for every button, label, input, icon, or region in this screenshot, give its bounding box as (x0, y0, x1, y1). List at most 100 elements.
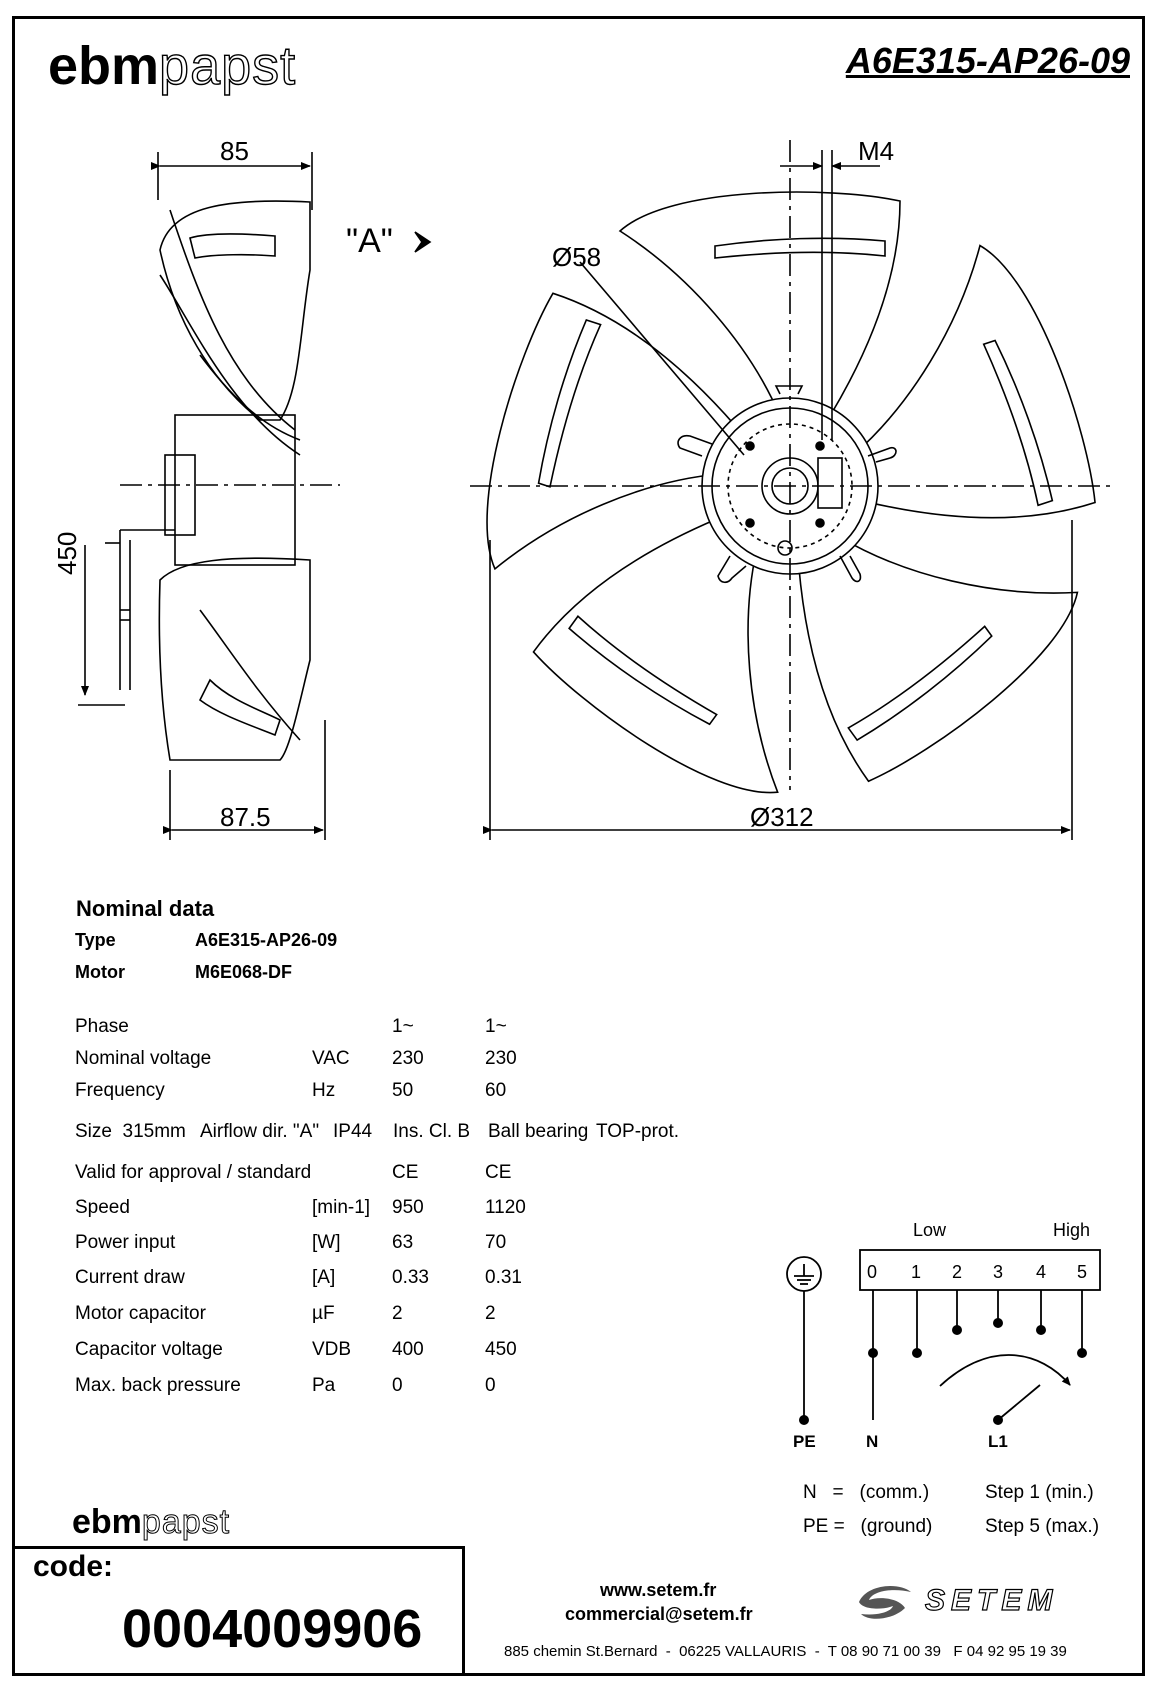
row-unit: Hz (312, 1080, 336, 1101)
setem-email[interactable]: commercial@setem.fr (565, 1604, 753, 1624)
brand-ebm: ebm (48, 36, 160, 96)
wiring-diagram (786, 1249, 1101, 1425)
row-unit: [A] (312, 1267, 336, 1288)
row-nominal-voltage: Nominal voltage VAC 230 230 (75, 1048, 635, 1072)
row-v50: 400 (392, 1339, 424, 1360)
protection-value: TOP-prot. (596, 1121, 680, 1142)
terminal-0: 0 (867, 1262, 878, 1282)
row-v60: 230 (485, 1048, 517, 1069)
row-motor-capacitor: Motor capacitor µF 2 2 (75, 1303, 635, 1327)
row-frequency: Frequency Hz 50 60 (75, 1080, 635, 1104)
row-unit: µF (312, 1303, 335, 1324)
size-value: Size 315mm (75, 1121, 186, 1142)
step-min: Step 1 (min.) (985, 1482, 1094, 1503)
insulation-value: Ins. Cl. B (393, 1121, 471, 1142)
terminal-3: 3 (993, 1262, 1004, 1282)
row-name: Speed (75, 1197, 130, 1218)
row-v50: 0 (392, 1375, 403, 1396)
ip-value: IP44 (333, 1121, 373, 1142)
low-label: Low (913, 1220, 947, 1240)
row-unit: Pa (312, 1375, 336, 1396)
terminal-block (859, 1249, 1101, 1291)
row-capacitor-voltage: Capacitor voltage VDB 400 450 (75, 1339, 635, 1363)
row-name: Frequency (75, 1080, 165, 1101)
row-v60: 2 (485, 1303, 496, 1324)
row-v60: 0.31 (485, 1267, 522, 1288)
row-v60: 1120 (485, 1197, 526, 1218)
row-name: Valid for approval / standard (75, 1162, 312, 1183)
brand-papst: papst (158, 35, 297, 96)
motor-value: M6E068-DF (195, 962, 293, 982)
row-v60: CE (485, 1162, 512, 1183)
type-value: A6E315-AP26-09 (195, 930, 338, 950)
terminal-5: 5 (1077, 1262, 1088, 1282)
row-name: Current draw (75, 1267, 185, 1288)
row-approval: Valid for approval / standard CE CE (75, 1162, 635, 1186)
footer-brand-papst: papst (141, 1503, 231, 1542)
pe-label: PE (793, 1432, 816, 1451)
row-v50: CE (392, 1162, 419, 1183)
row-v60: 70 (485, 1232, 507, 1253)
row-v50: 230 (392, 1048, 424, 1069)
row-speed: Speed [min-1] 950 1120 (75, 1197, 635, 1221)
l1-label: L1 (988, 1432, 1008, 1451)
dim-87-5: 87.5 (220, 802, 271, 832)
row-v50: 63 (392, 1232, 414, 1253)
row-v60: 60 (485, 1080, 507, 1101)
size-line: Size 315mm Airflow dir. "A" IP44 Ins. Cl… (75, 1121, 715, 1145)
row-current-draw: Current draw [A] 0.33 0.31 (75, 1267, 635, 1291)
step-max: Step 5 (max.) (985, 1516, 1100, 1537)
dim-m4: M4 (858, 136, 895, 166)
setem-logo: SETEM (855, 1580, 1115, 1624)
code-box (12, 1546, 465, 1676)
row-name: Max. back pressure (75, 1375, 241, 1396)
brand-logo: ebmpapst (48, 35, 297, 96)
setem-swirl-icon (859, 1586, 911, 1619)
dim-85: 85 (220, 136, 249, 166)
page-frame (12, 16, 1145, 1676)
row-name: Nominal voltage (75, 1048, 212, 1069)
setem-address: 885 chemin St.Bernard - 06225 VALLAURIS … (504, 1643, 1067, 1660)
row-unit: VDB (312, 1339, 352, 1360)
footer-brand-logo: ebmpapst (72, 1502, 230, 1542)
setem-wordmark: SETEM (924, 1583, 1059, 1617)
row-v50: 950 (392, 1197, 424, 1218)
row-unit: VAC (312, 1048, 350, 1069)
nominal-title: Nominal data (76, 896, 215, 921)
row-name: Capacitor voltage (75, 1339, 223, 1360)
motor-label: Motor (75, 962, 125, 982)
row-v60: 450 (485, 1339, 517, 1360)
row-name: Motor capacitor (75, 1303, 206, 1324)
row-v60: 0 (485, 1375, 496, 1396)
dim-d312: Ø312 (750, 802, 814, 832)
bearing-value: Ball bearing (488, 1121, 589, 1142)
n-label: N (866, 1432, 879, 1451)
setem-website[interactable]: www.setem.fr (600, 1580, 717, 1600)
high-label: High (1053, 1220, 1091, 1240)
code-label: code: (33, 1550, 114, 1583)
row-v50: 0.33 (392, 1267, 429, 1288)
dim-450: 450 (52, 531, 82, 575)
row-phase: Phase 1~ 1~ (75, 1016, 635, 1040)
code-value: 0004009906 (122, 1599, 423, 1659)
row-v50: 2 (392, 1303, 403, 1324)
legend-n: N = (comm.) (803, 1482, 930, 1503)
row-v50: 1~ (392, 1016, 414, 1037)
airflow-value: Airflow dir. "A" (200, 1121, 320, 1142)
type-label: Type (75, 930, 116, 950)
fan-drawing (78, 140, 1110, 840)
row-v50: 50 (392, 1080, 414, 1101)
terminal-4: 4 (1036, 1262, 1047, 1282)
terminal-1: 1 (911, 1262, 922, 1282)
row-back-pressure: Max. back pressure Pa 0 0 (75, 1375, 635, 1399)
terminal-2: 2 (952, 1262, 963, 1282)
model-title: A6E315-AP26-09 (845, 40, 1130, 81)
view-a-label: "A" (346, 222, 393, 260)
footer-brand-ebm: ebm (72, 1503, 142, 1541)
row-unit: [min-1] (312, 1197, 371, 1218)
row-power-input: Power input [W] 63 70 (75, 1232, 635, 1256)
row-name: Phase (75, 1016, 129, 1037)
row-unit: [W] (312, 1232, 341, 1253)
legend-pe: PE = (ground) (803, 1516, 933, 1537)
row-name: Power input (75, 1232, 176, 1253)
